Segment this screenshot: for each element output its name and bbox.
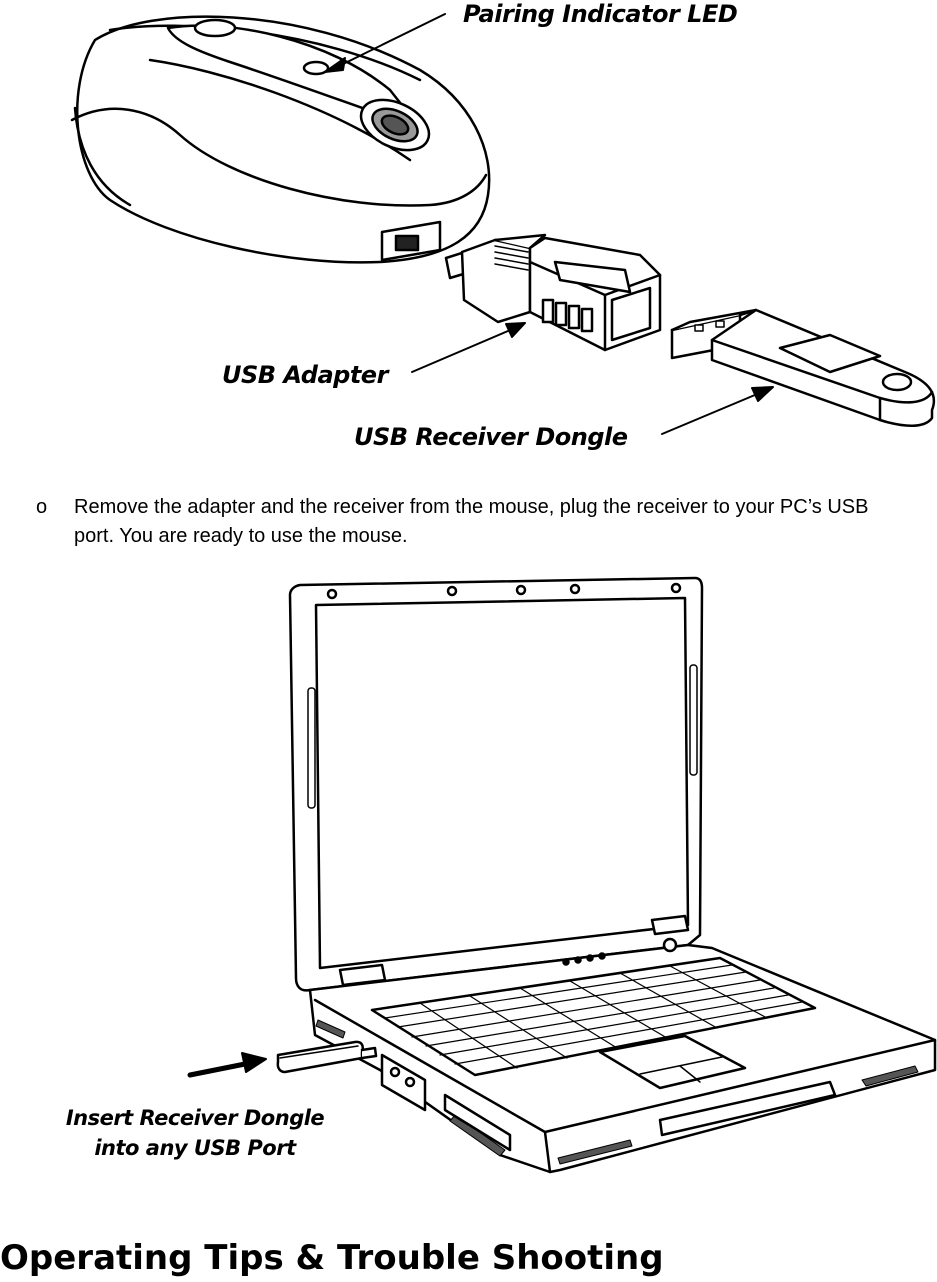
inserted-dongle xyxy=(276,1040,378,1074)
mouse-drawing xyxy=(70,15,491,264)
usb-adapter-drawing xyxy=(444,233,662,352)
mouse-adapter-dongle-illustration xyxy=(70,13,936,435)
laptop-base xyxy=(308,914,937,1174)
insert-dongle-caption-line2: into any USB Port xyxy=(94,1136,296,1160)
pairing-led-label: Pairing Indicator LED xyxy=(463,0,738,28)
usb-adapter-label: USB Adapter xyxy=(222,361,388,389)
insert-dongle-caption: Insert Receiver Dongle into any USB Port xyxy=(40,1103,350,1163)
insert-dongle-caption-line1: Insert Receiver Dongle xyxy=(65,1106,325,1130)
usb-receiver-dongle-drawing xyxy=(670,308,936,427)
laptop-lid xyxy=(288,576,704,992)
laptop-illustration xyxy=(187,576,937,1174)
section-heading: Operating Tips & Trouble Shooting xyxy=(0,1238,664,1278)
bullet-marker: o xyxy=(36,496,48,518)
instruction-text: Remove the adapter and the receiver from… xyxy=(74,496,869,547)
callout-arrows xyxy=(324,13,774,435)
usb-receiver-dongle-label: USB Receiver Dongle xyxy=(354,423,628,451)
insert-arrow xyxy=(187,1052,267,1078)
